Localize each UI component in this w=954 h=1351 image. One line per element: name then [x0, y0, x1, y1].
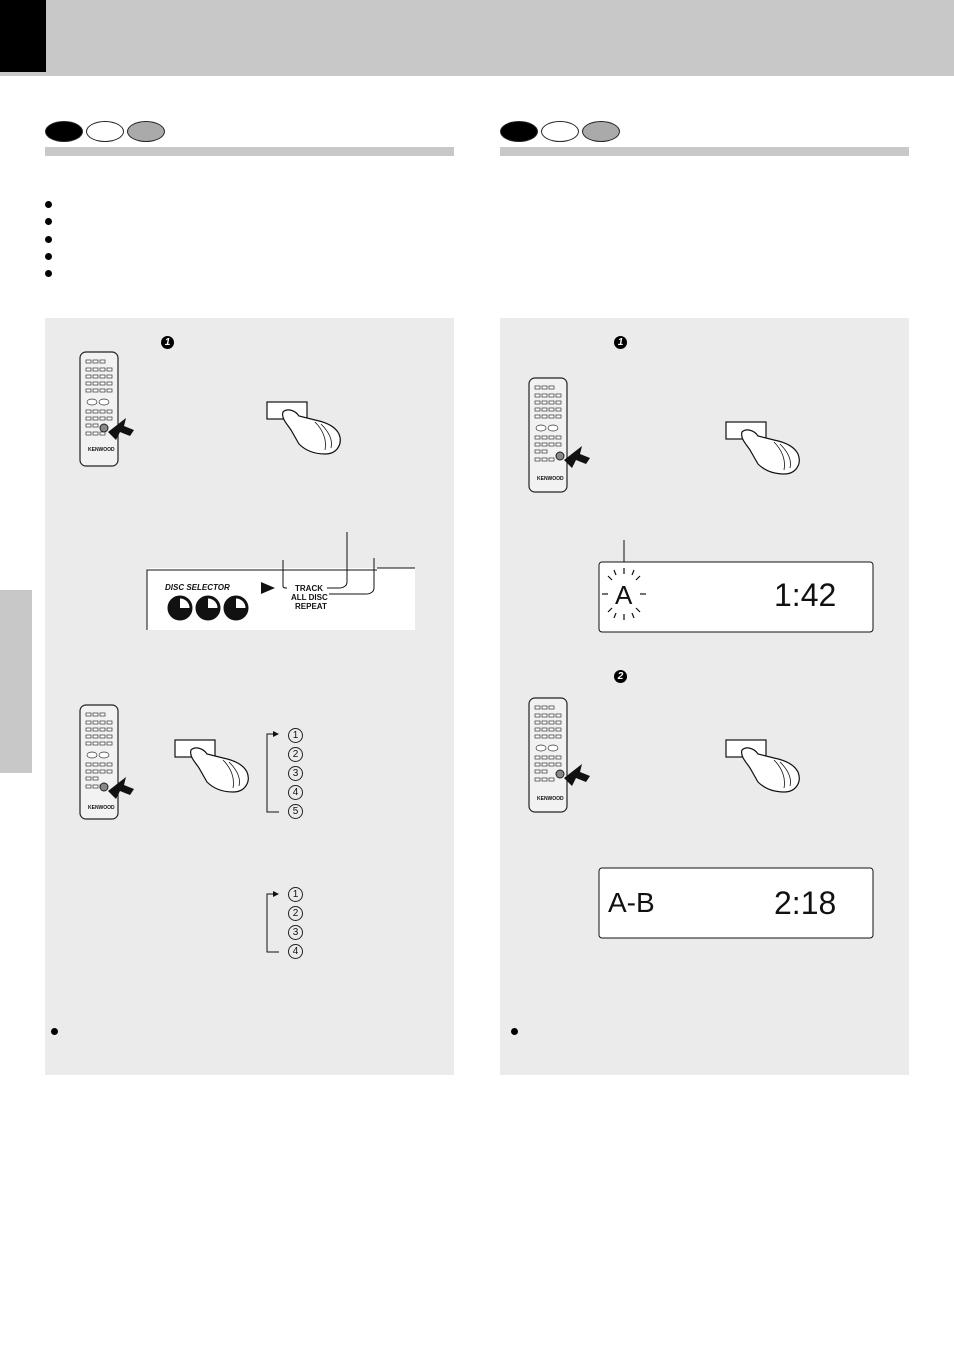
bullet-icon: [51, 1028, 58, 1035]
bullet-icon: [45, 218, 52, 225]
bullet-icon: [45, 253, 52, 260]
disc-selector-display: DISC SELECTOR TRACK ALL DISC REPEAT: [146, 532, 415, 630]
arrow-icon: [273, 891, 279, 897]
sequence-step: 1: [288, 728, 303, 743]
header-black-tab: [0, 0, 46, 72]
mode-pill-empty: [86, 121, 124, 142]
disc-selector-label: DISC SELECTOR: [165, 583, 230, 592]
remote-control-icon: KENWOOD: [528, 377, 590, 493]
lcd-display-2: A-B 2:18: [598, 867, 874, 939]
mode-pill-gray: [127, 121, 165, 142]
lcd-repeat-mode: A-B: [608, 887, 655, 918]
side-section-tab: [0, 590, 32, 773]
remote-brand-label: KENWOOD: [88, 447, 115, 453]
step-number: 2: [614, 670, 627, 683]
bullet-icon: [511, 1028, 518, 1035]
right-section-rule: [500, 147, 909, 156]
sequence-loop-bracket: [266, 891, 279, 953]
sequence-loop-bracket: [266, 731, 279, 813]
remote-brand-label: KENWOOD: [537, 796, 564, 802]
left-section-rule: [45, 147, 454, 156]
arrow-icon: [273, 731, 279, 737]
display-label-track: TRACK: [295, 584, 323, 593]
remote-brand-label: KENWOOD: [537, 476, 564, 482]
sequence-step: 4: [288, 944, 303, 959]
mode-pill-filled: [45, 121, 83, 142]
mode-pill-filled: [500, 121, 538, 142]
sequence-step: 1: [288, 887, 303, 902]
step-number: 1: [161, 336, 174, 349]
disc-icon: [167, 595, 249, 621]
right-instruction-panel: 1 KENWOOD: [500, 318, 909, 1075]
remote-control-icon: KENWOOD: [528, 697, 590, 813]
sequence-step: 5: [288, 804, 303, 819]
lcd-time: 2:18: [774, 885, 836, 921]
pointing-hand-icon: [174, 739, 249, 793]
mode-pill-empty: [541, 121, 579, 142]
page-header-bar: [0, 0, 954, 76]
bullet-icon: [45, 201, 52, 208]
sequence-step: 3: [288, 766, 303, 781]
lcd-display-1: A 1:42: [598, 540, 874, 633]
lcd-repeat-mode: A: [615, 580, 633, 610]
pointing-hand-icon: [725, 421, 800, 475]
step-number: 1: [614, 336, 627, 349]
remote-brand-label: KENWOOD: [88, 805, 115, 811]
sequence-step: 2: [288, 906, 303, 921]
left-instruction-panel: 1 KENWOOD DISC SELECTOR: [45, 318, 454, 1075]
mode-pill-gray: [582, 121, 620, 142]
bullet-icon: [45, 236, 52, 243]
remote-control-icon: KENWOOD: [79, 351, 134, 467]
pointing-hand-icon: [266, 401, 341, 455]
display-label-repeat: REPEAT: [295, 602, 327, 611]
sequence-step: 2: [288, 747, 303, 762]
display-label-all-disc: ALL DISC: [291, 593, 328, 602]
pointing-hand-icon: [725, 739, 800, 793]
lcd-time: 1:42: [774, 577, 836, 613]
sequence-step: 4: [288, 785, 303, 800]
sequence-step: 3: [288, 925, 303, 940]
remote-control-icon: KENWOOD: [79, 704, 134, 820]
bullet-icon: [45, 270, 52, 277]
arrow-icon: [261, 582, 275, 594]
